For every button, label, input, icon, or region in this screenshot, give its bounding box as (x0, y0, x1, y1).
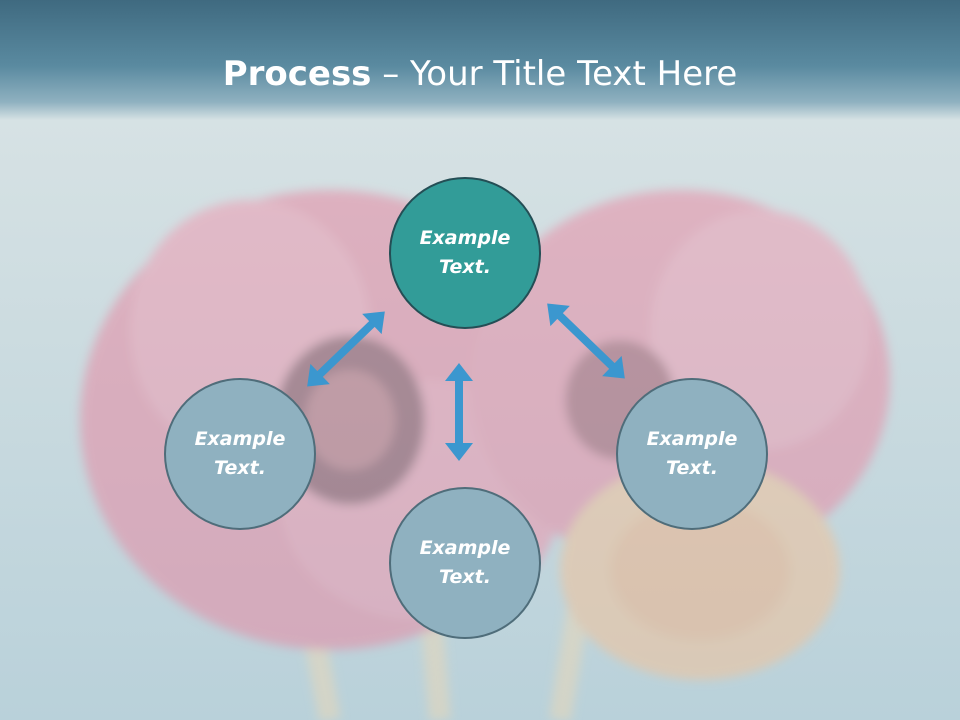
double-arrow-icon (547, 303, 625, 379)
process-node-right: Example Text. (616, 378, 768, 530)
process-node-top: Example Text. (389, 177, 541, 329)
node-label: Example Text. (646, 428, 738, 479)
node-label: Example Text. (419, 537, 511, 588)
node-label: Example Text. (194, 428, 286, 479)
title-bold: Process (222, 54, 372, 94)
title-rest: – Your Title Text Here (371, 54, 738, 94)
process-node-bottom: Example Text. (389, 487, 541, 639)
title-bar (0, 0, 960, 120)
double-arrow-icon (445, 363, 473, 461)
process-node-left: Example Text. (164, 378, 316, 530)
slide-title: Process – Your Title Text Here (0, 52, 960, 96)
double-arrow-icon (307, 311, 385, 387)
node-label: Example Text. (419, 227, 511, 278)
